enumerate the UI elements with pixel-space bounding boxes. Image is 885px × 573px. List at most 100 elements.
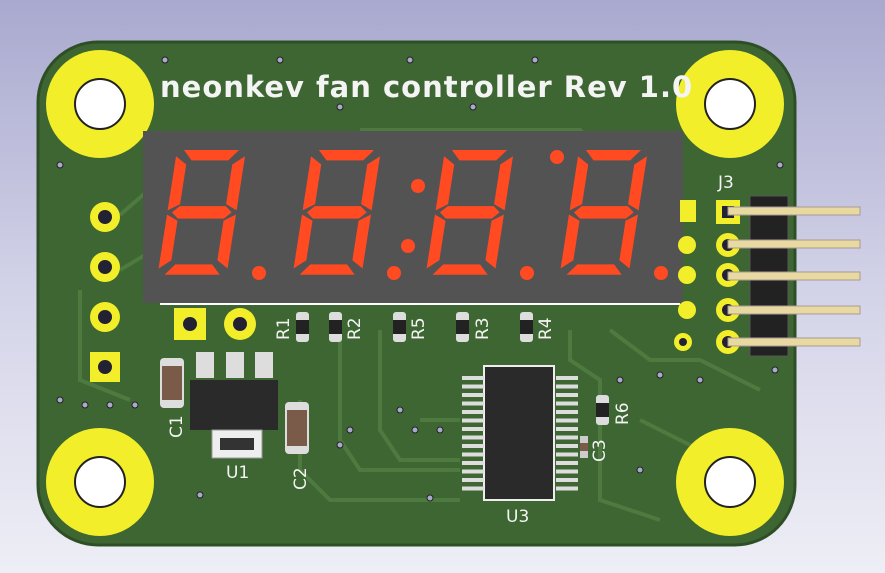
ic-pin bbox=[462, 376, 484, 380]
resistor-r2 bbox=[329, 312, 342, 342]
segment-e bbox=[293, 214, 313, 269]
segment-g bbox=[306, 206, 367, 219]
mounting-hole-bottom-right bbox=[676, 428, 784, 536]
segment-c bbox=[217, 214, 236, 269]
segment-b bbox=[494, 156, 514, 211]
ic-u3 bbox=[462, 365, 578, 501]
ic-pin bbox=[556, 435, 578, 440]
ic-pin bbox=[462, 410, 484, 414]
ic-pin bbox=[556, 469, 578, 474]
display-colon bbox=[401, 150, 564, 253]
ic-pin bbox=[462, 469, 484, 474]
regulator-u1 bbox=[190, 352, 278, 459]
digit-1 bbox=[158, 150, 246, 275]
decimal-point bbox=[654, 266, 668, 280]
segment-e bbox=[426, 214, 446, 269]
digit-2 bbox=[293, 150, 381, 275]
resistors bbox=[296, 312, 609, 425]
ic-pin bbox=[556, 376, 578, 380]
left-header-pads bbox=[90, 202, 120, 382]
ic-pin bbox=[556, 452, 578, 457]
segment-e bbox=[560, 214, 580, 269]
display-digits bbox=[158, 150, 668, 280]
segment-b bbox=[628, 156, 648, 211]
capacitor-c2 bbox=[285, 402, 309, 454]
segment-f bbox=[435, 156, 455, 211]
ic-pin bbox=[462, 384, 484, 389]
resistor-r3 bbox=[456, 312, 469, 342]
pin-header-j3 bbox=[674, 195, 861, 357]
resistor-r6 bbox=[596, 395, 609, 425]
mounting-hole-top-left bbox=[46, 50, 154, 158]
segment-b bbox=[361, 156, 381, 211]
label-r2: R2 bbox=[345, 317, 365, 340]
segment-c bbox=[352, 214, 371, 269]
ic-pin bbox=[462, 427, 484, 431]
display-pads bbox=[174, 308, 256, 340]
ic-pin bbox=[462, 418, 484, 423]
board-title: neonkev fan controller Rev 1.0 bbox=[160, 70, 693, 104]
ic-pin bbox=[556, 393, 578, 397]
mounting-holes bbox=[46, 50, 784, 536]
digit-3 bbox=[426, 150, 514, 275]
ic-pin bbox=[462, 401, 484, 406]
capacitor-c3 bbox=[580, 436, 588, 458]
ic-pin bbox=[556, 444, 578, 448]
segment-d bbox=[164, 264, 220, 275]
label-u3: U3 bbox=[506, 507, 529, 527]
ic-pin bbox=[556, 486, 578, 491]
segment-c bbox=[619, 214, 638, 269]
segment-b bbox=[226, 156, 246, 211]
segment-a bbox=[318, 150, 375, 161]
ic-pin bbox=[462, 478, 484, 482]
segment-a bbox=[183, 150, 240, 161]
mounting-hole-top-right bbox=[676, 50, 784, 158]
ic-pin bbox=[556, 410, 578, 414]
label-c2: C2 bbox=[291, 467, 311, 490]
segment-a bbox=[451, 150, 508, 161]
capacitor-c1 bbox=[160, 358, 184, 408]
label-r3: R3 bbox=[473, 317, 493, 340]
label-r6: R6 bbox=[613, 402, 633, 425]
segment-a bbox=[585, 150, 642, 161]
segment-d bbox=[432, 264, 488, 275]
segment-f bbox=[302, 156, 322, 211]
resistor-r5 bbox=[393, 312, 406, 342]
label-u1: U1 bbox=[226, 463, 249, 483]
ic-pin bbox=[556, 384, 578, 389]
label-c1: C1 bbox=[167, 415, 187, 438]
ic-pin bbox=[462, 444, 484, 448]
resistor-r4 bbox=[520, 312, 533, 342]
ic-pin bbox=[462, 486, 484, 491]
ic-pin bbox=[556, 418, 578, 423]
decimal-point bbox=[252, 266, 266, 280]
ic-pin bbox=[462, 393, 484, 397]
segment-d bbox=[299, 264, 355, 275]
label-r5: R5 bbox=[409, 317, 429, 340]
mounting-hole-bottom-left bbox=[46, 428, 154, 536]
decimal-point bbox=[520, 266, 534, 280]
ic-pin bbox=[556, 478, 578, 482]
vias bbox=[56, 56, 784, 502]
segment-g bbox=[171, 206, 232, 219]
ic-pin bbox=[556, 401, 578, 406]
label-c3: C3 bbox=[590, 439, 610, 462]
label-j3: J3 bbox=[717, 173, 734, 193]
segment-f bbox=[167, 156, 187, 211]
segment-e bbox=[158, 214, 178, 269]
ic-pin bbox=[462, 435, 484, 440]
segment-d bbox=[566, 264, 622, 275]
segment-c bbox=[485, 214, 504, 269]
label-r1: R1 bbox=[274, 317, 294, 340]
ic-pin bbox=[462, 452, 484, 457]
segment-g bbox=[439, 206, 500, 219]
decimal-point bbox=[387, 266, 401, 280]
digit-4 bbox=[560, 150, 648, 275]
segment-g bbox=[573, 206, 634, 219]
resistor-r1 bbox=[296, 312, 309, 342]
label-r4: R4 bbox=[536, 317, 556, 340]
ic-pin bbox=[462, 461, 484, 465]
ic-pin bbox=[556, 427, 578, 431]
segment-f bbox=[569, 156, 589, 211]
